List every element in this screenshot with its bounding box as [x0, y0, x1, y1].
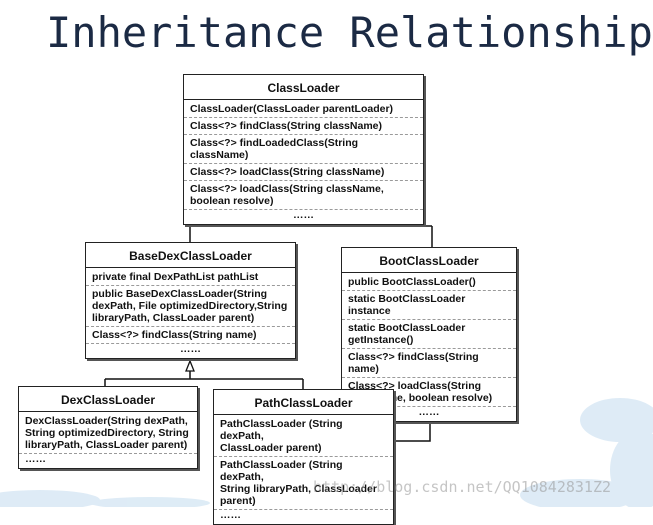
more-members: ……	[86, 343, 295, 358]
class-name: PathClassLoader	[214, 390, 393, 415]
class-box-classloader: ClassLoader ClassLoader(ClassLoader pare…	[183, 74, 424, 225]
arrowhead-basedex	[185, 359, 195, 372]
class-member: static BootClassLoader getInstance()	[342, 320, 516, 349]
more-members: ……	[214, 509, 393, 524]
class-member: Class<?> loadClass(String className)	[184, 164, 423, 181]
page-title: Inheritance Relationship	[46, 8, 653, 57]
class-member: Class<?> findLoadedClass(String classNam…	[184, 135, 423, 164]
class-name: DexClassLoader	[19, 387, 197, 412]
class-member: public BaseDexClassLoader(String dexPath…	[86, 286, 295, 327]
class-member: ClassLoader(ClassLoader parentLoader)	[184, 100, 423, 118]
class-member: public BootClassLoader()	[342, 273, 516, 291]
more-members: ……	[19, 453, 197, 468]
more-members: ……	[342, 406, 516, 421]
class-member: static BootClassLoader instance	[342, 291, 516, 320]
watermark-text: http://blog.csdn.net/QQ10842831Z2	[313, 478, 612, 496]
class-member: PathClassLoader (String dexPath, String …	[220, 459, 377, 507]
class-member: Class<?> findClass(String className)	[184, 118, 423, 135]
class-name: ClassLoader	[184, 75, 423, 100]
class-name: BaseDexClassLoader	[86, 243, 295, 268]
class-member: Class<?> loadClass(String className, boo…	[190, 183, 384, 207]
class-box-pathclassloader: PathClassLoader PathClassLoader (String …	[213, 389, 394, 525]
class-member: private final DexPathList pathList	[86, 268, 295, 286]
class-box-basedexclassloader: BaseDexClassLoader private final DexPath…	[85, 242, 296, 359]
class-member: Class<?> findClass(String name)	[342, 349, 516, 378]
class-member: PathClassLoader (String dexPath, ClassLo…	[214, 415, 393, 457]
more-members: ……	[184, 209, 423, 224]
class-member: DexClassLoader(String dexPath, String op…	[25, 415, 189, 451]
class-name: BootClassLoader	[342, 248, 516, 273]
class-member: Class<?> findClass(String name)	[92, 329, 257, 341]
frost-decoration	[0, 398, 653, 507]
class-box-dexclassloader: DexClassLoader DexClassLoader(String dex…	[18, 386, 198, 469]
